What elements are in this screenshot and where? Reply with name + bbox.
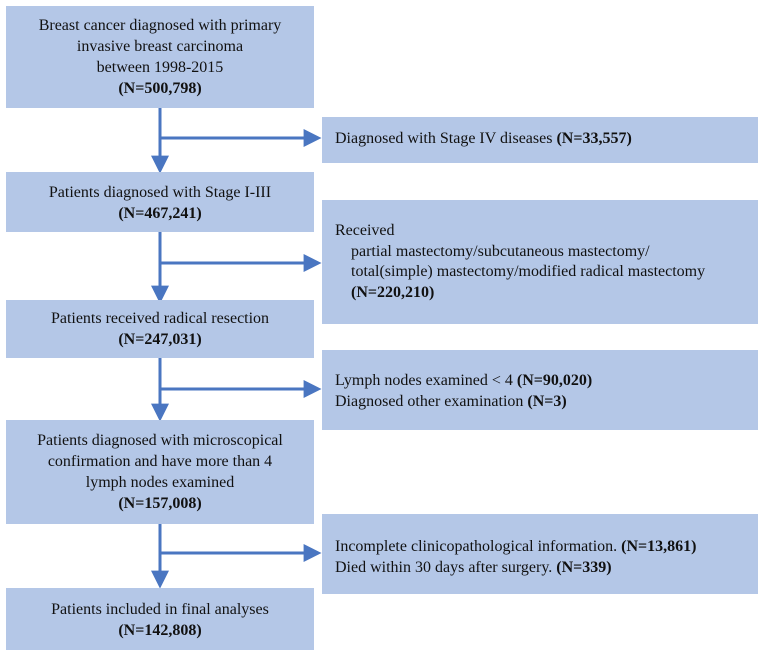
step-box-resection: Patients received radical resection (N=2…: [6, 300, 314, 358]
step-box-diagnosed: Breast cancer diagnosed with primary inv…: [6, 6, 314, 108]
exclusion-line: Lymph nodes examined < 4 (N=90,020): [335, 370, 758, 391]
exclusion-box-clinical: Incomplete clinicopathological informati…: [322, 514, 758, 594]
exclusion-text: total(simple) mastectomy/modified radica…: [351, 263, 706, 280]
exclusion-count: (N=90,020): [516, 372, 593, 389]
step-box-confirmation: Patients diagnosed with microscopical co…: [6, 420, 314, 524]
exclusion-header: Received: [335, 222, 395, 239]
exclusion-count: (N=13,861): [621, 538, 697, 555]
step-count: (N=247,031): [118, 331, 202, 348]
step-box-stage: Patients diagnosed with Stage I-III (N=4…: [6, 172, 314, 232]
step-count: (N=142,808): [118, 622, 202, 639]
step-text: Patients received radical resection: [50, 310, 270, 327]
exclusion-line: Incomplete clinicopathological informati…: [335, 536, 758, 557]
step-text: Patients diagnosed with microscopical: [37, 432, 283, 449]
exclusion-line: Died within 30 days after surgery. (N=33…: [335, 557, 758, 578]
step-count: (N=157,008): [118, 495, 202, 512]
exclusion-text: Diagnosed other examination: [335, 393, 528, 410]
exclusion-box-stage-iv: Diagnosed with Stage IV diseases (N=33,5…: [322, 117, 758, 163]
step-text: between 1998-2015: [96, 59, 224, 76]
exclusion-count: (N=33,557): [556, 130, 632, 147]
exclusion-text: Diagnosed with Stage IV diseases: [335, 130, 557, 147]
exclusion-text: Lymph nodes examined < 4: [335, 372, 517, 389]
step-text: lymph nodes examined: [85, 474, 235, 491]
exclusion-text: partial mastectomy/subcutaneous mastecto…: [351, 242, 650, 260]
step-text: confirmation and have more than 4: [47, 453, 273, 470]
exclusion-line: Diagnosed with Stage IV diseases (N=33,5…: [335, 128, 758, 149]
step-text: invasive breast carcinoma: [76, 38, 244, 55]
step-text: Breast cancer diagnosed with primary: [38, 17, 282, 34]
step-count: (N=500,798): [118, 80, 202, 97]
exclusion-count: (N=220,210): [351, 283, 435, 301]
exclusion-box-lymph: Lymph nodes examined < 4 (N=90,020) Diag…: [322, 350, 758, 430]
step-text: Patients included in final analyses: [51, 601, 269, 618]
step-text: Patients diagnosed with Stage I-III: [48, 184, 272, 201]
exclusion-text: Died within 30 days after surgery.: [335, 559, 557, 576]
exclusion-text: Incomplete clinicopathological informati…: [335, 538, 622, 555]
exclusion-line: Diagnosed other examination (N=3): [335, 391, 758, 412]
step-count: (N=467,241): [118, 205, 202, 222]
exclusion-count: (N=3): [527, 393, 567, 410]
exclusion-count: (N=339): [556, 559, 612, 576]
exclusion-box-surgery: Received partial mastectomy/subcutaneous…: [322, 200, 758, 324]
step-box-final: Patients included in final analyses (N=1…: [6, 588, 314, 650]
